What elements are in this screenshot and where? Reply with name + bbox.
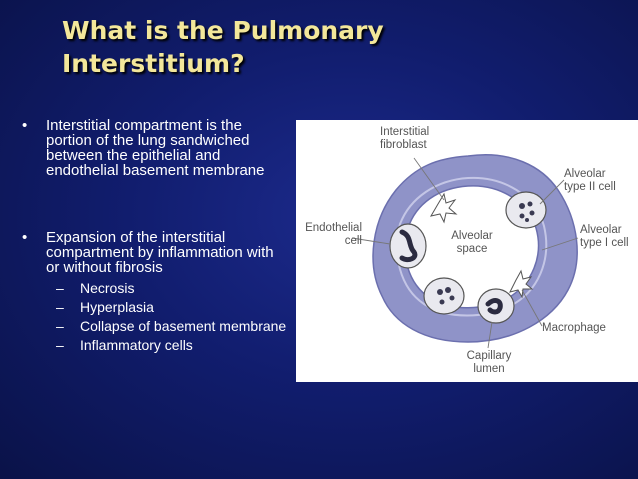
label-line: fibroblast	[380, 139, 427, 151]
bullet-item: • Expansion of the interstitial compartm…	[22, 230, 290, 352]
dash-marker: –	[56, 337, 64, 353]
label-capillary-lumen: Capillary lumen	[456, 350, 522, 376]
capillary-cell	[477, 288, 515, 324]
sub-bullet-item: –Collapse of basement membrane	[50, 319, 290, 333]
label-line: Capillary	[466, 350, 512, 362]
label-line: Endothelial	[305, 222, 362, 234]
label-alveolar-type-ii: Alveolar type II cell	[564, 168, 616, 194]
sub-bullet-text: Collapse of basement membrane	[80, 318, 287, 334]
sub-bullet-item: –Hyperplasia	[50, 300, 290, 314]
macrophage-cell	[423, 277, 465, 315]
dash-marker: –	[56, 299, 64, 315]
sub-bullet-item: –Necrosis	[50, 281, 290, 295]
bullet-text: Expansion of the interstitial compartmen…	[46, 229, 274, 276]
label-line: Alveolar	[580, 224, 622, 236]
alveolar-type-ii-cell	[505, 191, 547, 229]
bullet-marker: •	[22, 117, 28, 134]
sub-bullet-text: Hyperplasia	[80, 299, 154, 315]
sub-bullet-text: Inflammatory cells	[80, 337, 193, 353]
bullet-item: • Interstitial compartment is the portio…	[22, 118, 290, 178]
sub-bullet-text: Necrosis	[80, 280, 135, 296]
label-macrophage: Macrophage	[542, 322, 606, 335]
dash-marker: –	[56, 280, 64, 296]
interstitial-fibroblast	[429, 192, 458, 224]
label-alveolar-space: Alveolar space	[442, 230, 502, 256]
label-line: Alveolar	[564, 168, 606, 180]
leader-lines	[351, 157, 579, 349]
sub-bullet-item: –Inflammatory cells	[50, 338, 290, 352]
slide-title: What is the Pulmonary Interstitium?	[62, 14, 582, 80]
endothelial-cell	[389, 223, 427, 269]
label-interstitial-fibroblast: Interstitial fibroblast	[380, 126, 429, 152]
bullet-marker: •	[22, 229, 28, 246]
label-line: cell	[344, 235, 362, 247]
macrophage-star	[509, 269, 534, 299]
label-alveolar-type-i: Alveolar type I cell	[580, 224, 629, 250]
slide-title-line-1: What is the Pulmonary	[62, 16, 384, 45]
label-line: space	[456, 243, 488, 255]
sub-bullet-list: –Necrosis –Hyperplasia –Collapse of base…	[46, 281, 290, 352]
bullet-list: • Interstitial compartment is the portio…	[22, 118, 290, 357]
label-line: Macrophage	[542, 322, 606, 334]
label-endothelial-cell: Endothelial cell	[296, 222, 362, 248]
label-line: type I cell	[580, 237, 629, 249]
slide-title-line-2: Interstitium?	[62, 49, 245, 78]
bullet-text: Interstitial compartment is the portion …	[46, 117, 265, 179]
alveolus-illustration	[351, 154, 579, 349]
label-line: Interstitial	[380, 126, 430, 138]
dash-marker: –	[56, 318, 64, 334]
label-line: Alveolar	[451, 230, 493, 242]
label-line: lumen	[473, 363, 505, 375]
alveolus-diagram: Interstitial fibroblast Alveolar type II…	[296, 120, 638, 382]
label-line: type II cell	[564, 181, 616, 193]
